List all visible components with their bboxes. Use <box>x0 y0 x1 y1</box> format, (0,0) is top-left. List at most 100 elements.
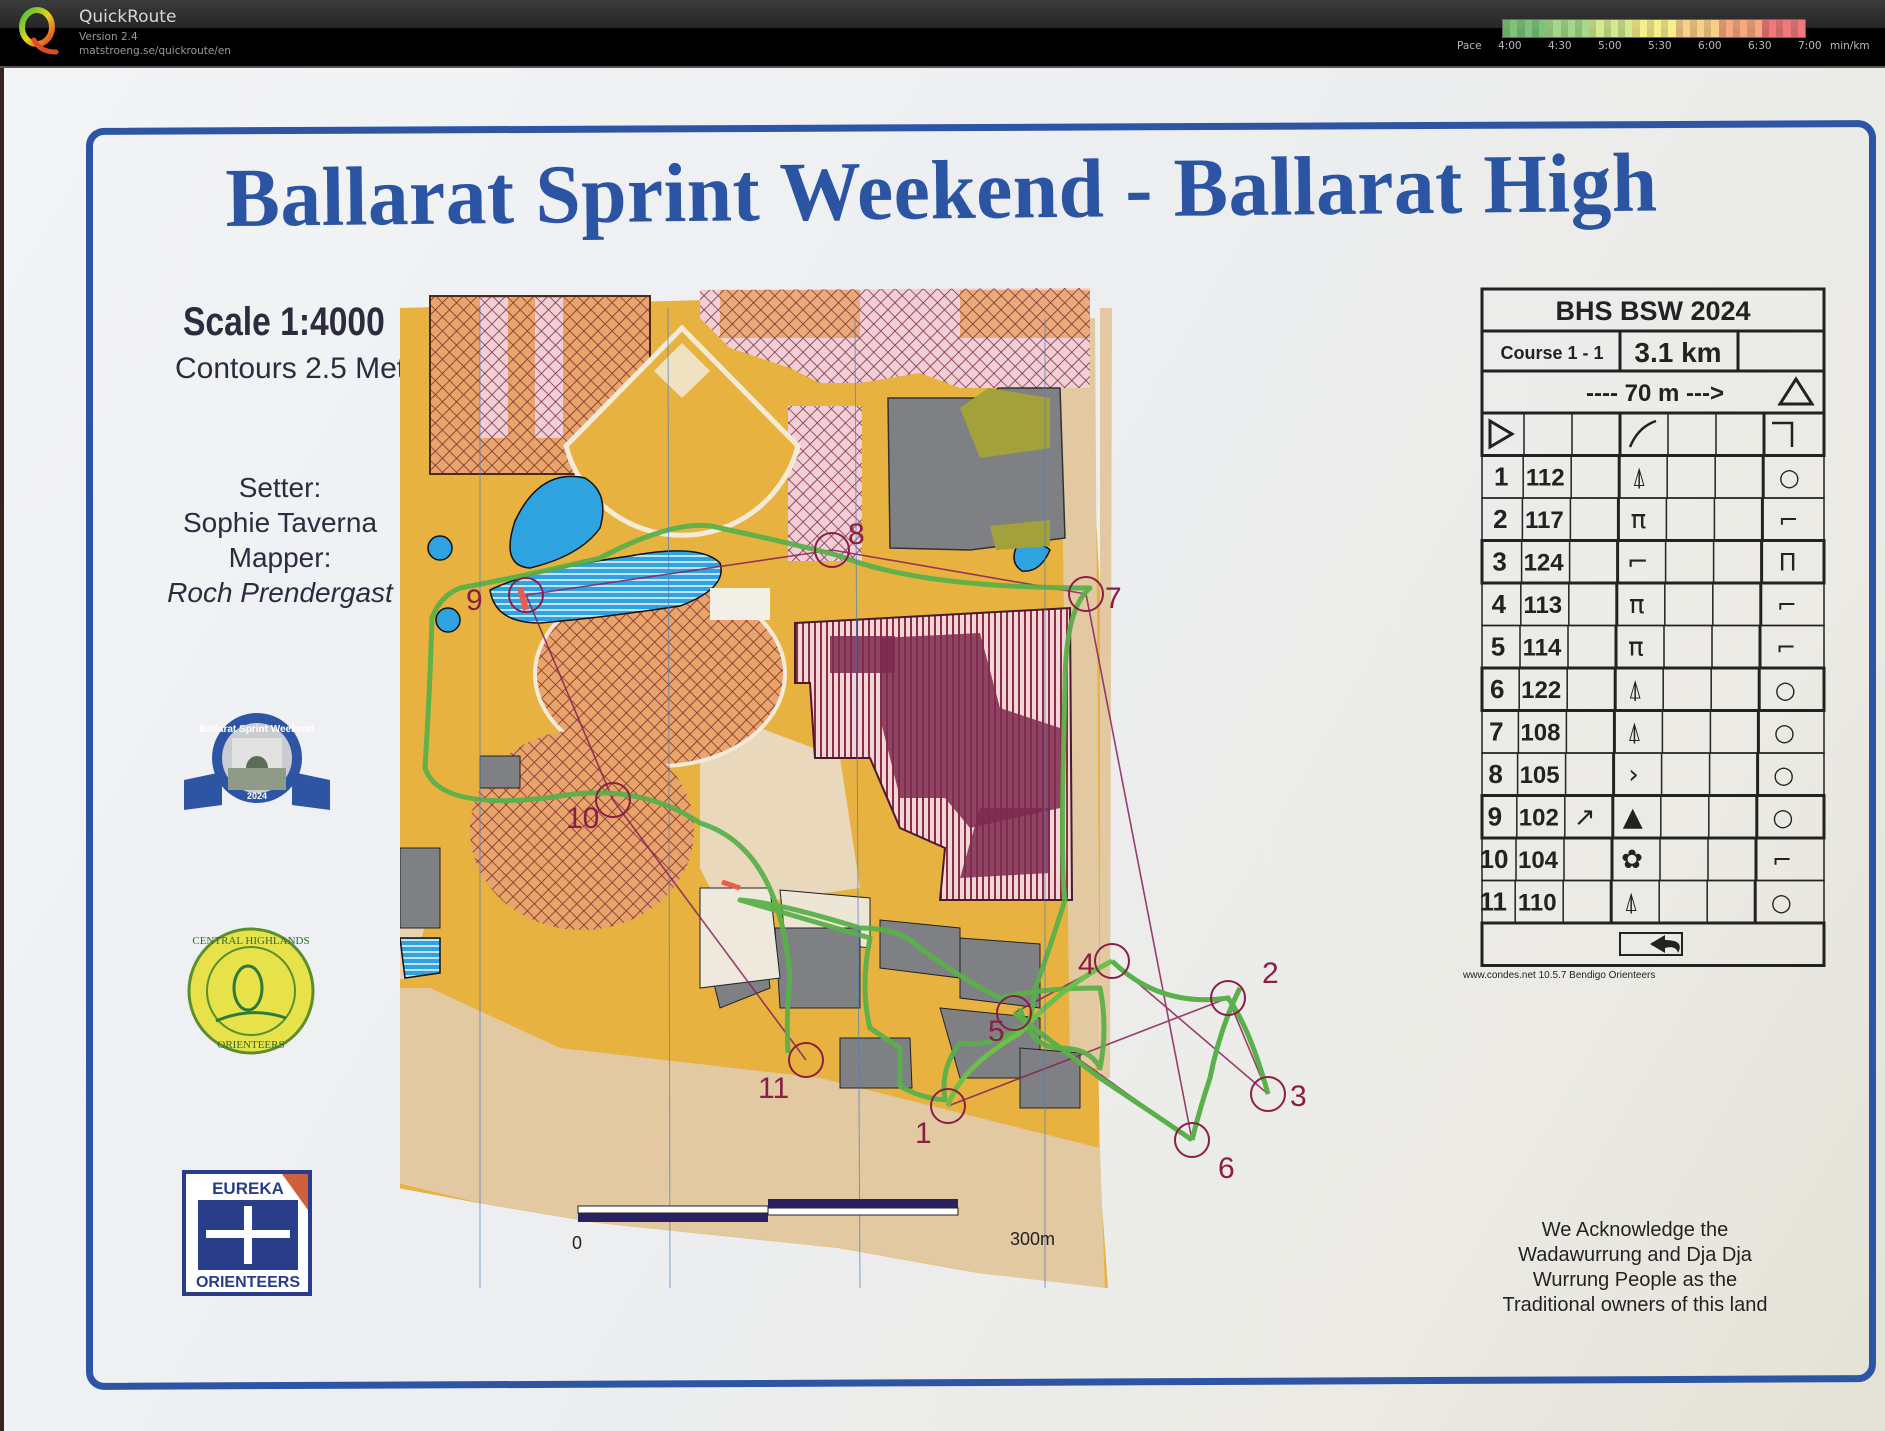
control-circle <box>1210 980 1246 1016</box>
pace-color-cell <box>1661 20 1669 37</box>
ack-line: Traditional owners of this land <box>1502 1294 1768 1316</box>
mapper-label: Mapper: <box>228 542 332 573</box>
pace-color-cell <box>1689 20 1698 37</box>
start-triangle-icon <box>1488 418 1515 450</box>
pace-tick: 5:30 <box>1648 40 1672 52</box>
sw-side-icon: ○ <box>1771 889 1792 917</box>
control-circle <box>1068 576 1104 612</box>
ack-line: Wurrung People as the <box>1532 1269 1738 1291</box>
cd-control-number: 11 <box>1480 887 1507 917</box>
cd-control-code: 122 <box>1521 677 1561 704</box>
mapper-name: Roch Prendergast <box>167 577 393 608</box>
s-side-icon: ○ <box>1774 719 1795 747</box>
flowerbed-icon: ✿ <box>1621 845 1643 875</box>
svg-text:Course 1 - 1: Course 1 - 1 <box>1500 343 1603 363</box>
control-number: 3 <box>1290 1080 1307 1113</box>
pace-color-cell <box>1747 20 1755 37</box>
pace-tick: 4:00 <box>1498 40 1522 52</box>
cd-control-code: 124 <box>1524 550 1565 577</box>
pace-color-cell <box>1596 20 1604 37</box>
tree-icon: ⍋ <box>1623 888 1639 918</box>
pace-unit: min/km <box>1830 40 1870 52</box>
control-circle <box>595 782 631 818</box>
control-circle <box>1094 943 1130 979</box>
pace-color-cell <box>1790 20 1798 37</box>
cd-control-number: 9 <box>1488 802 1502 832</box>
pace-color-cell <box>1761 20 1769 37</box>
control-number: 6 <box>1218 1152 1235 1185</box>
control-circle <box>814 532 850 568</box>
cd-control-code: 105 <box>1520 762 1560 789</box>
corner-icon <box>1772 421 1794 447</box>
setter-name: Sophie Taverna <box>182 507 378 538</box>
re-entrant-icon: › <box>1628 760 1638 790</box>
pace-color-cell <box>1639 20 1647 37</box>
pace-legend-labels: Pace 4:00 4:30 5:00 5:30 6:00 6:30 7:00 … <box>1457 40 1877 54</box>
pace-color-cell <box>1718 20 1726 37</box>
control-number: 11 <box>758 1072 789 1105</box>
central-highlands-orienteers-logo-icon: CENTRAL HIGHLANDS ORIENTEERS <box>187 927 315 1055</box>
cd-control-number: 3 <box>1492 547 1506 577</box>
pace-color-cell <box>1682 20 1690 37</box>
pace-color-cell <box>1538 20 1547 37</box>
cd-control-number: 2 <box>1493 504 1507 534</box>
pace-tick: 7:00 <box>1798 40 1822 52</box>
pace-color-cell <box>1632 20 1640 37</box>
cd-control-code: 104 <box>1518 847 1559 874</box>
pace-color-cell <box>1740 20 1748 37</box>
pace-color-cell <box>1776 20 1784 37</box>
pace-tick: 6:00 <box>1698 40 1722 52</box>
control-circle <box>1174 1122 1210 1158</box>
corner-inside-tl-icon: ⌐ <box>1777 591 1797 619</box>
corner-inside-tl-icon: ⌐ <box>1772 846 1792 874</box>
pace-color-cell <box>1503 20 1511 37</box>
control-circle <box>930 1088 966 1124</box>
pace-color-cell <box>1646 20 1654 37</box>
cd-control-number: 6 <box>1490 674 1504 704</box>
corner-inside-bl-icon: ⌐ <box>1778 506 1798 534</box>
control-number: 8 <box>848 518 865 551</box>
corner-inside-bl-icon: ⌐ <box>1776 634 1796 662</box>
software-credit: www.condes.net 10.5.7 Bendigo Orienteers <box>1463 970 1656 981</box>
pace-color-cell <box>1610 20 1618 37</box>
svg-text:Ballarat Sprint Weekend: Ballarat Sprint Weekend <box>200 724 315 735</box>
control-number: 1 <box>915 1117 932 1150</box>
control-number: 5 <box>988 1015 1005 1048</box>
tree-icon: ⍋ <box>1627 718 1643 748</box>
cd-control-number: 8 <box>1488 759 1502 789</box>
pace-color-cell <box>1524 20 1532 37</box>
pace-color-cell <box>1797 20 1805 37</box>
stairway-icon: ⌐ <box>1627 548 1649 578</box>
app-url[interactable]: matstroeng.se/quickroute/en <box>79 45 231 57</box>
cd-control-code: 108 <box>1520 720 1560 747</box>
cd-control-code: 113 <box>1523 592 1562 619</box>
cd-control-code: 117 <box>1525 507 1564 534</box>
scalebar-start-label: 0 <box>572 1233 583 1253</box>
control-number: 10 <box>566 802 599 835</box>
finish-triangle-icon <box>1777 376 1815 406</box>
pace-color-cell <box>1560 20 1568 37</box>
control-number: 9 <box>466 584 483 617</box>
pace-color-cell <box>1531 20 1539 37</box>
pace-color-cell <box>1675 20 1683 37</box>
se-side-icon: ○ <box>1772 804 1793 832</box>
quickroute-logo-icon <box>19 7 59 55</box>
cd-control-number: 10 <box>1480 844 1508 874</box>
control-circle <box>1250 1076 1286 1112</box>
table-icon: π <box>1628 633 1644 663</box>
svg-text:2024: 2024 <box>247 791 267 801</box>
acknowledgement-of-country: We Acknowledge the Wadawurrung and Dja D… <box>1470 1218 1800 1318</box>
pace-color-cell <box>1768 20 1777 37</box>
cd-control-number: 1 <box>1494 462 1508 492</box>
pace-color-scale <box>1502 19 1806 38</box>
pace-color-cell <box>1783 20 1791 37</box>
cd-control-number: 5 <box>1491 632 1505 662</box>
cd-control-code: 102 <box>1519 805 1559 832</box>
app-title: QuickRoute <box>79 7 177 27</box>
pace-color-cell <box>1704 20 1712 37</box>
credits: Setter: Sophie Taverna Mapper: Roch Pren… <box>150 470 410 610</box>
contour-interval: Contours 2.5 Metre <box>175 352 432 385</box>
pace-color-cell <box>1653 20 1662 37</box>
